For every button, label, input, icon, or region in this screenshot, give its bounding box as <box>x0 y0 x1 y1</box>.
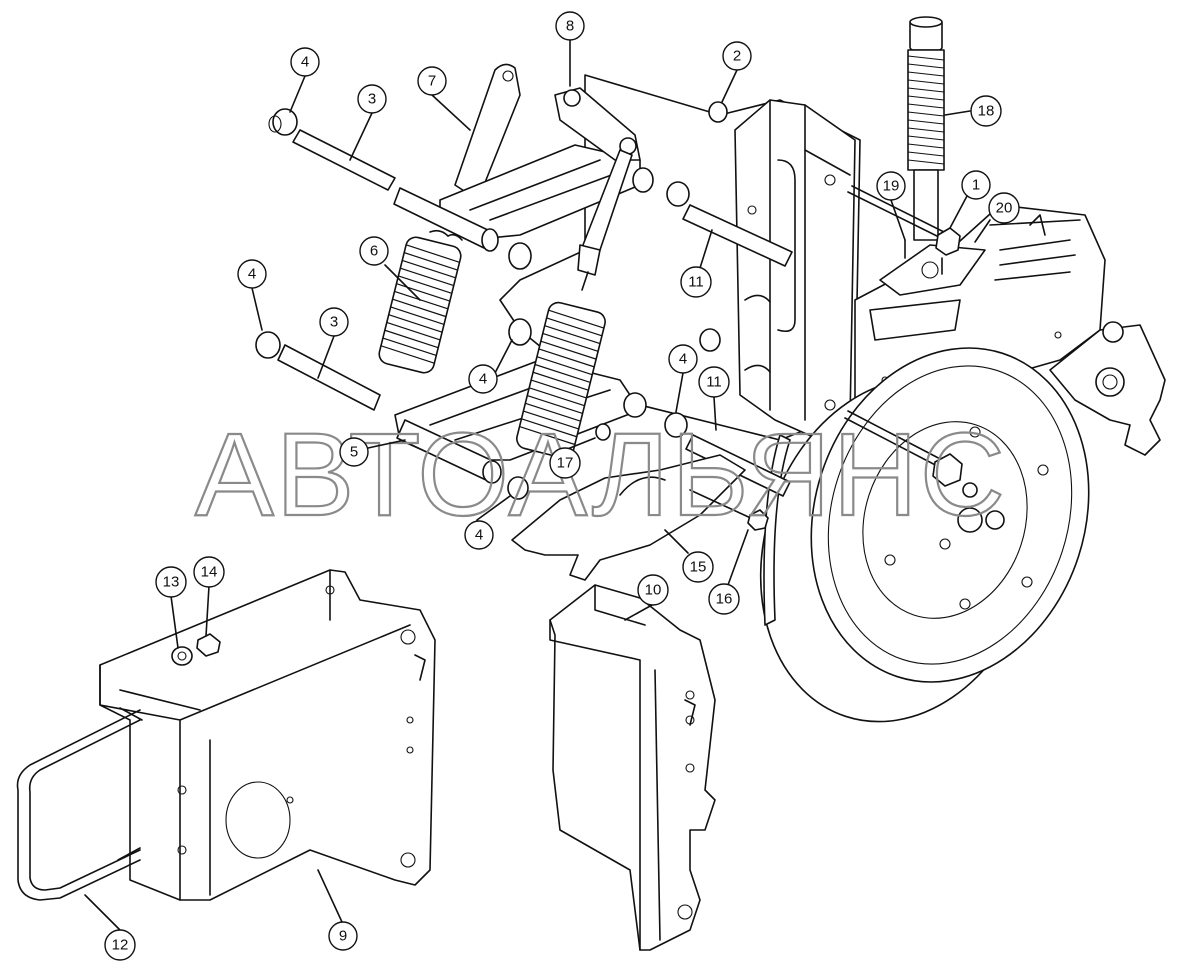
callout-19: 19 <box>876 171 906 201</box>
callout-8: 8 <box>555 11 585 41</box>
pin-upper-right <box>632 167 793 267</box>
callout-label: 1 <box>972 177 980 194</box>
callout-20: 20 <box>988 192 1020 224</box>
callout-label: 2 <box>733 48 741 65</box>
right-arm-bracket <box>1049 321 1166 456</box>
bushing-upper-mid <box>508 242 532 270</box>
upper-assembly <box>255 16 1166 723</box>
callout-label: 11 <box>688 274 704 291</box>
callout-label: 18 <box>978 103 995 120</box>
callout-label: 11 <box>706 374 722 391</box>
threaded-rod <box>907 16 945 241</box>
callout-17: 17 <box>549 447 581 479</box>
callout-label: 4 <box>475 527 483 544</box>
washer-13 <box>171 646 193 666</box>
callout-label: 6 <box>370 243 378 260</box>
callout-3: 3 <box>319 307 349 337</box>
callout-1: 1 <box>961 170 991 200</box>
wheel-axle-bolt <box>844 410 963 487</box>
callout-4: 4 <box>237 259 267 289</box>
callout-label: 13 <box>163 574 180 591</box>
callout-2: 2 <box>722 41 752 71</box>
spring-right <box>516 301 606 459</box>
callout-label: 4 <box>248 266 256 283</box>
bushings-lower <box>507 101 728 500</box>
callout-label: 12 <box>112 937 129 954</box>
callout-12: 12 <box>104 929 136 961</box>
callout-label: 14 <box>201 564 218 581</box>
callout-16: 16 <box>708 583 740 615</box>
callout-13: 13 <box>155 566 187 598</box>
pin-upper-left <box>292 129 499 252</box>
callout-18: 18 <box>970 95 1002 127</box>
callout-label: 3 <box>368 91 376 108</box>
callout-label: 10 <box>645 582 662 599</box>
callout-label: 4 <box>301 54 309 71</box>
callout-4: 4 <box>468 364 498 394</box>
adjust-plate <box>879 239 986 296</box>
vertical-bracket <box>734 99 856 441</box>
spring-left <box>378 229 463 374</box>
leader-lines <box>84 39 991 931</box>
bushing-upper-left <box>268 108 298 136</box>
callout-label: 3 <box>330 314 338 331</box>
callout-4: 4 <box>290 47 320 77</box>
callout-10: 10 <box>637 574 669 606</box>
callout-14: 14 <box>193 556 225 588</box>
upper-link <box>454 63 521 201</box>
callout-label: 7 <box>428 73 436 90</box>
callout-11: 11 <box>680 266 712 298</box>
callout-4: 4 <box>668 344 698 374</box>
long-bolt <box>847 185 961 256</box>
pivot-link <box>554 87 641 291</box>
callout-label: 16 <box>716 591 733 608</box>
callout-label: 19 <box>883 178 900 195</box>
callout-7: 7 <box>417 66 447 96</box>
callout-label: 8 <box>566 18 574 35</box>
callout-9: 9 <box>328 921 358 951</box>
callout-6: 6 <box>359 236 389 266</box>
callout-15: 15 <box>682 551 714 583</box>
mount-bracket-10 <box>549 584 716 951</box>
nut-14 <box>196 633 221 657</box>
callout-5: 5 <box>339 437 369 467</box>
callout-label: 4 <box>479 371 487 388</box>
callout-4: 4 <box>464 520 494 550</box>
callout-label: 4 <box>679 351 687 368</box>
u-bolt-12 <box>16 707 143 901</box>
callout-label: 17 <box>557 455 574 472</box>
callout-3: 3 <box>357 84 387 114</box>
mount-bracket-9 <box>99 569 436 901</box>
pin-lower-left <box>255 331 502 484</box>
callout-label: 20 <box>996 200 1013 217</box>
cam-plate <box>511 454 769 581</box>
callout-label: 9 <box>339 928 347 945</box>
watermark-text: АВТОАЛЬЯНС <box>195 409 1007 541</box>
callout-label: 5 <box>350 444 358 461</box>
gauge-wheel <box>759 347 1090 723</box>
callout-label: 15 <box>690 559 707 576</box>
callout-11: 11 <box>698 366 730 398</box>
